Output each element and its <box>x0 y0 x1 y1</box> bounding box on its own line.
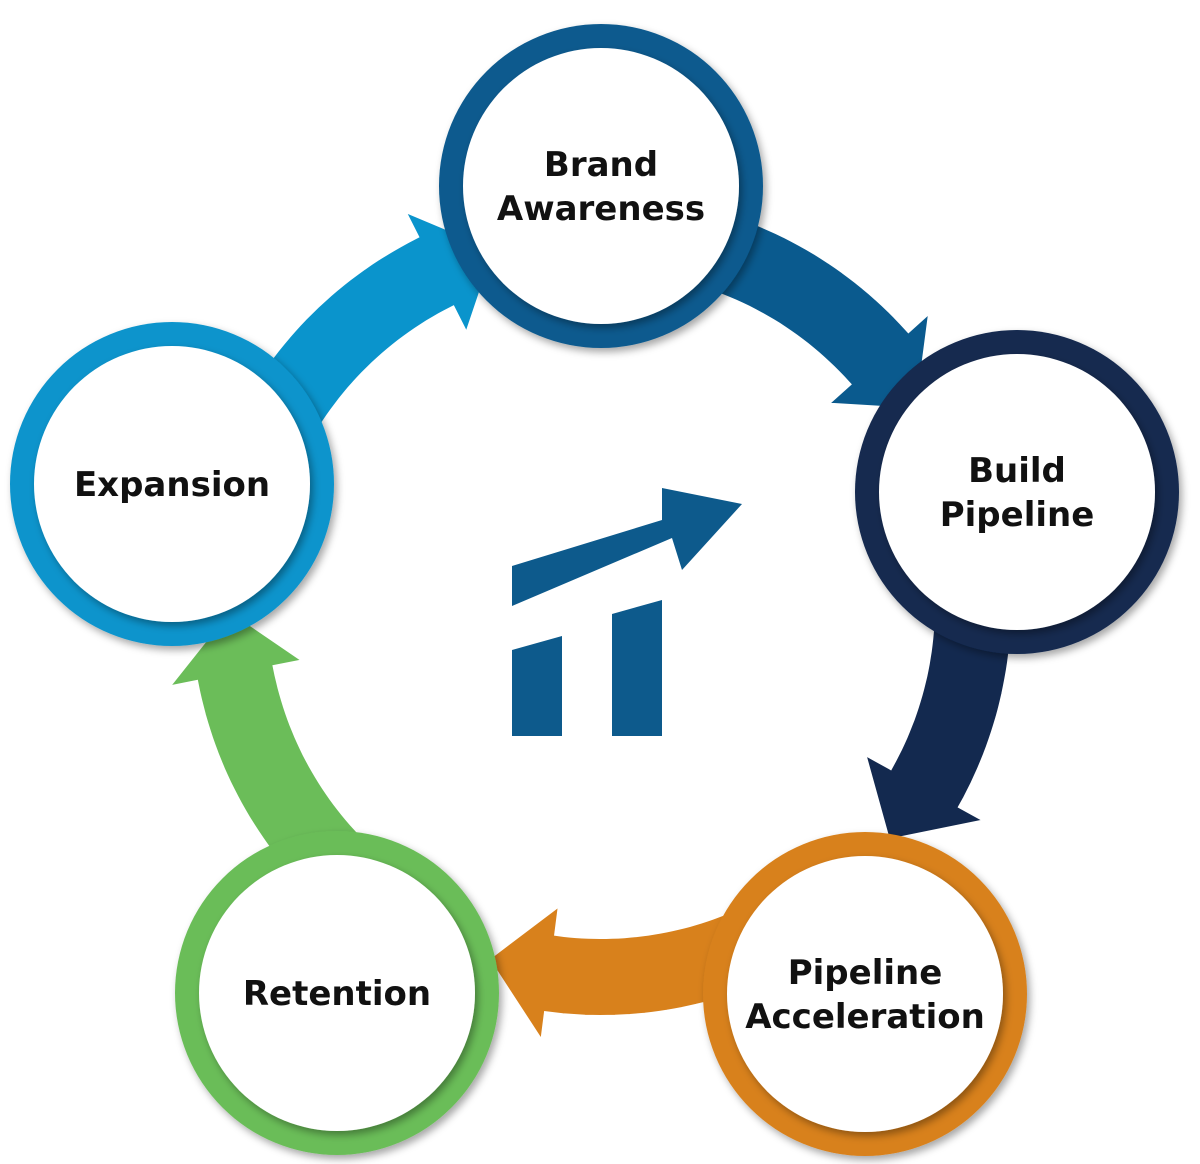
chart-bar-tall <box>612 600 662 736</box>
stage-disc-brand-awareness <box>463 48 739 324</box>
stage-label-brand-awareness-line-2: Awareness <box>497 189 705 229</box>
stage-label-brand-awareness-line-1: Brand <box>544 145 658 185</box>
stage-label-pipeline-acceleration-line-2: Acceleration <box>745 997 985 1037</box>
stage-disc-build-pipeline <box>879 354 1155 630</box>
stage-label-pipeline-acceleration-line-1: Pipeline <box>788 953 943 993</box>
stage-circles: BrandAwarenessBuildPipelinePipelineAccel… <box>10 24 1179 1156</box>
stage-label-expansion-line-1: Expansion <box>74 465 270 505</box>
stage-disc-pipeline-acceleration <box>727 856 1003 1132</box>
stage-disc-retention <box>199 855 475 1131</box>
stage-disc-expansion <box>34 346 310 622</box>
chart-bar-short <box>512 636 562 736</box>
growth-chart-icon <box>512 488 742 736</box>
stage-label-build-pipeline-line-1: Build <box>968 451 1066 491</box>
stage-label-build-pipeline-line-2: Pipeline <box>940 495 1095 535</box>
stage-retention: Retention <box>175 831 499 1155</box>
growth-arrow <box>512 488 742 606</box>
stage-expansion: Expansion <box>10 322 334 646</box>
stage-label-retention-line-1: Retention <box>243 974 431 1014</box>
